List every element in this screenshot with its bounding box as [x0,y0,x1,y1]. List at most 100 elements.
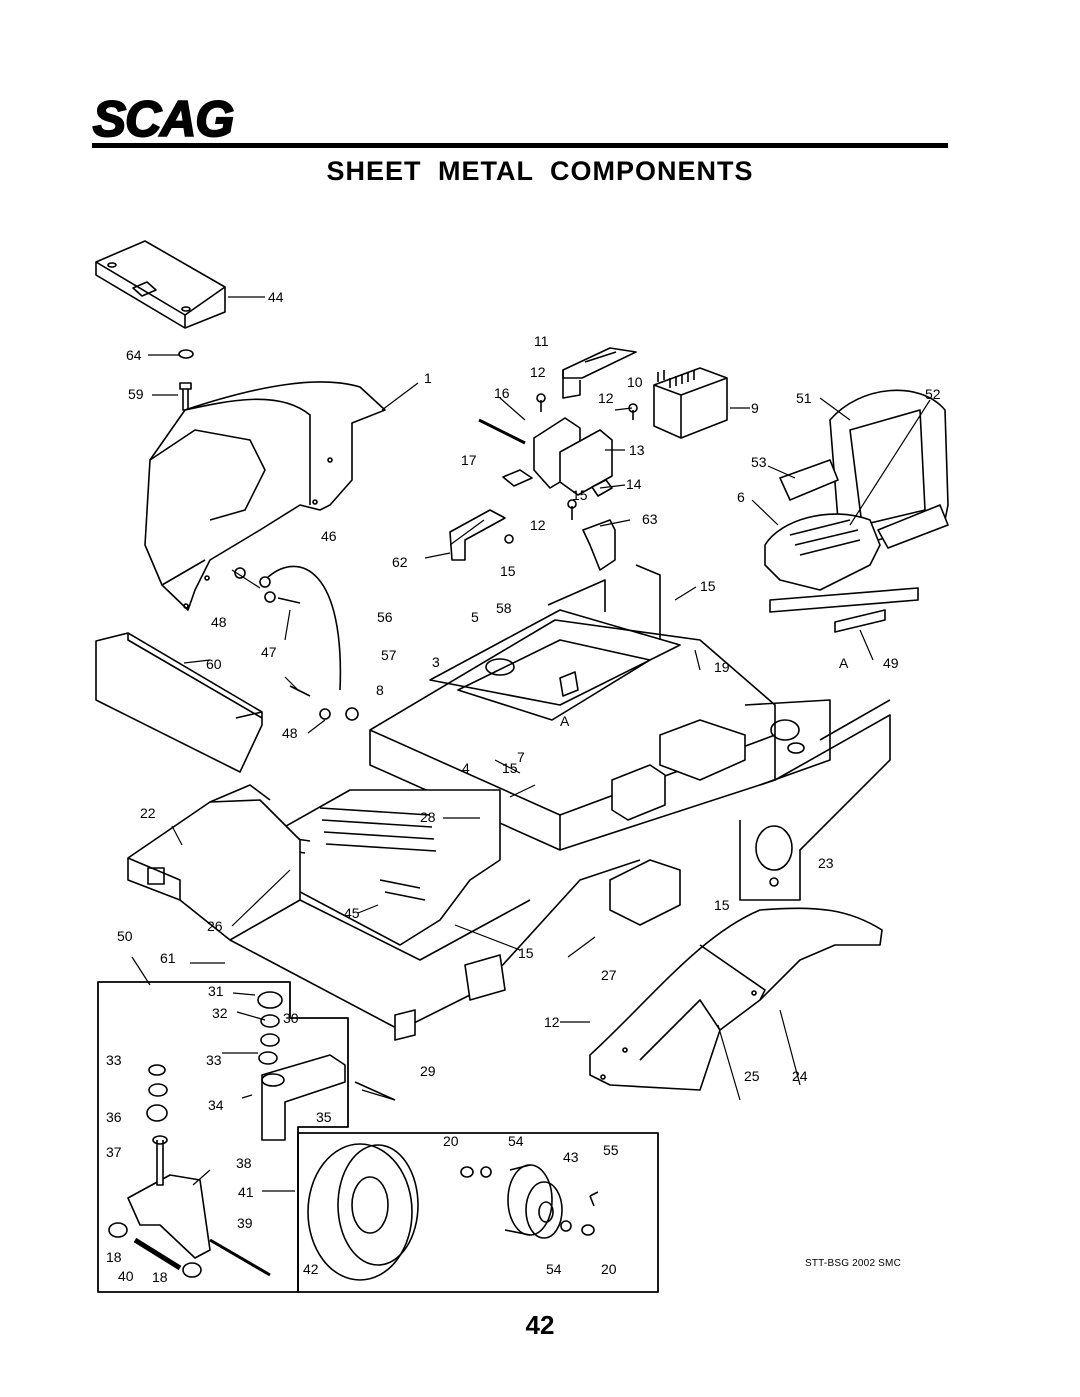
callout-52: 52 [925,386,941,402]
callout-39: 39 [237,1215,253,1231]
leader-lines [131,296,931,1192]
callout-14: 14 [626,476,642,492]
cable-part [267,565,342,691]
callout-62: 62 [392,554,408,570]
callout-3: 3 [432,654,440,670]
callout-56: 56 [377,609,393,625]
callout-48: 48 [282,725,298,741]
callout-18: 18 [152,1269,168,1285]
callout-61: 61 [160,950,176,966]
callout-53: 53 [751,454,767,470]
page-number: 42 [525,1310,555,1340]
callout-41: 41 [238,1184,254,1200]
callout-5: 5 [471,609,479,625]
callout-7: 7 [517,749,525,765]
callout-35: 35 [316,1109,332,1125]
callout-28: 28 [420,809,436,825]
callout-6: 6 [737,489,745,505]
callout-33: 33 [106,1052,122,1068]
callout-12: 12 [544,1014,560,1030]
wheel-inset-box [297,1132,659,1293]
callout-44: 44 [268,289,284,305]
callout-48: 48 [211,614,227,630]
callout-36: 36 [106,1109,122,1125]
callout-47: 47 [261,644,277,660]
callout-9: 9 [751,400,759,416]
callout-27: 27 [601,967,617,983]
callout-12: 12 [530,364,546,380]
callout-34: 34 [208,1097,224,1113]
callout-12: 12 [530,517,546,533]
callout-19: 19 [714,659,730,675]
callout-40: 40 [118,1268,134,1284]
callout-labels: 44 64 59 1 11 12 10 16 12 9 51 52 13 17 … [106,289,941,1285]
callout-15: 15 [502,760,518,776]
callout-A: A [560,713,570,729]
logo-text: SCAG [93,92,234,144]
callout-55: 55 [603,1142,619,1158]
callout-8: 8 [376,682,384,698]
cover-plate-part [95,240,226,329]
callout-20: 20 [601,1261,617,1277]
callout-42: 42 [303,1261,319,1277]
callout-46: 46 [321,528,337,544]
callout-60: 60 [206,656,222,672]
callout-24: 24 [792,1068,808,1084]
callout-A: A [839,655,849,671]
scag-logo: SCAG [92,92,234,144]
nut-part [259,576,271,588]
callout-63: 63 [642,511,658,527]
header-rule [92,143,948,148]
callout-43: 43 [563,1149,579,1165]
callout-10: 10 [627,374,643,390]
callout-58: 58 [496,600,512,616]
callout-11: 11 [534,333,549,349]
callout-16: 16 [494,385,510,401]
page-title: SHEET METAL COMPONENTS [326,156,754,186]
caster-inset-box [97,981,396,1293]
left-fender-part [144,381,386,611]
callout-54: 54 [508,1133,524,1149]
callout-30: 30 [283,1010,299,1026]
callout-22: 22 [140,805,156,821]
callout-1: 1 [424,370,432,386]
callout-23: 23 [818,855,834,871]
callout-15: 15 [700,578,716,594]
callout-54: 54 [546,1261,562,1277]
callout-15: 15 [500,563,516,579]
callout-4: 4 [462,760,470,776]
callout-49: 49 [883,655,899,671]
callout-26: 26 [207,918,223,934]
bolt-part [179,382,192,411]
washer-part [178,349,194,359]
callout-32: 32 [212,1005,228,1021]
callout-38: 38 [236,1155,252,1171]
callout-51: 51 [796,390,812,406]
callout-15: 15 [572,487,588,503]
callout-25: 25 [744,1068,760,1084]
callout-29: 29 [420,1063,436,1079]
callout-12: 12 [598,390,614,406]
callout-37: 37 [106,1144,122,1160]
callout-18: 18 [106,1249,122,1265]
front-frame-rails-part [127,784,681,1041]
callout-64: 64 [126,347,142,363]
right-fender-part [589,907,883,1091]
callout-15: 15 [714,897,730,913]
callout-13: 13 [629,442,645,458]
callout-17: 17 [461,452,477,468]
callout-31: 31 [208,983,224,999]
bracket-assembly-part [449,347,638,571]
seat-part [764,389,949,633]
callout-59: 59 [128,386,144,402]
callout-33: 33 [206,1052,222,1068]
side-panel-part [95,632,263,773]
callout-50: 50 [117,928,133,944]
battery-part [653,367,728,439]
callout-20: 20 [443,1133,459,1149]
callout-57: 57 [381,647,397,663]
drawing-code: STT-BSG 2002 SMC [805,1258,902,1269]
callout-45: 45 [344,905,360,921]
callout-15: 15 [518,945,534,961]
